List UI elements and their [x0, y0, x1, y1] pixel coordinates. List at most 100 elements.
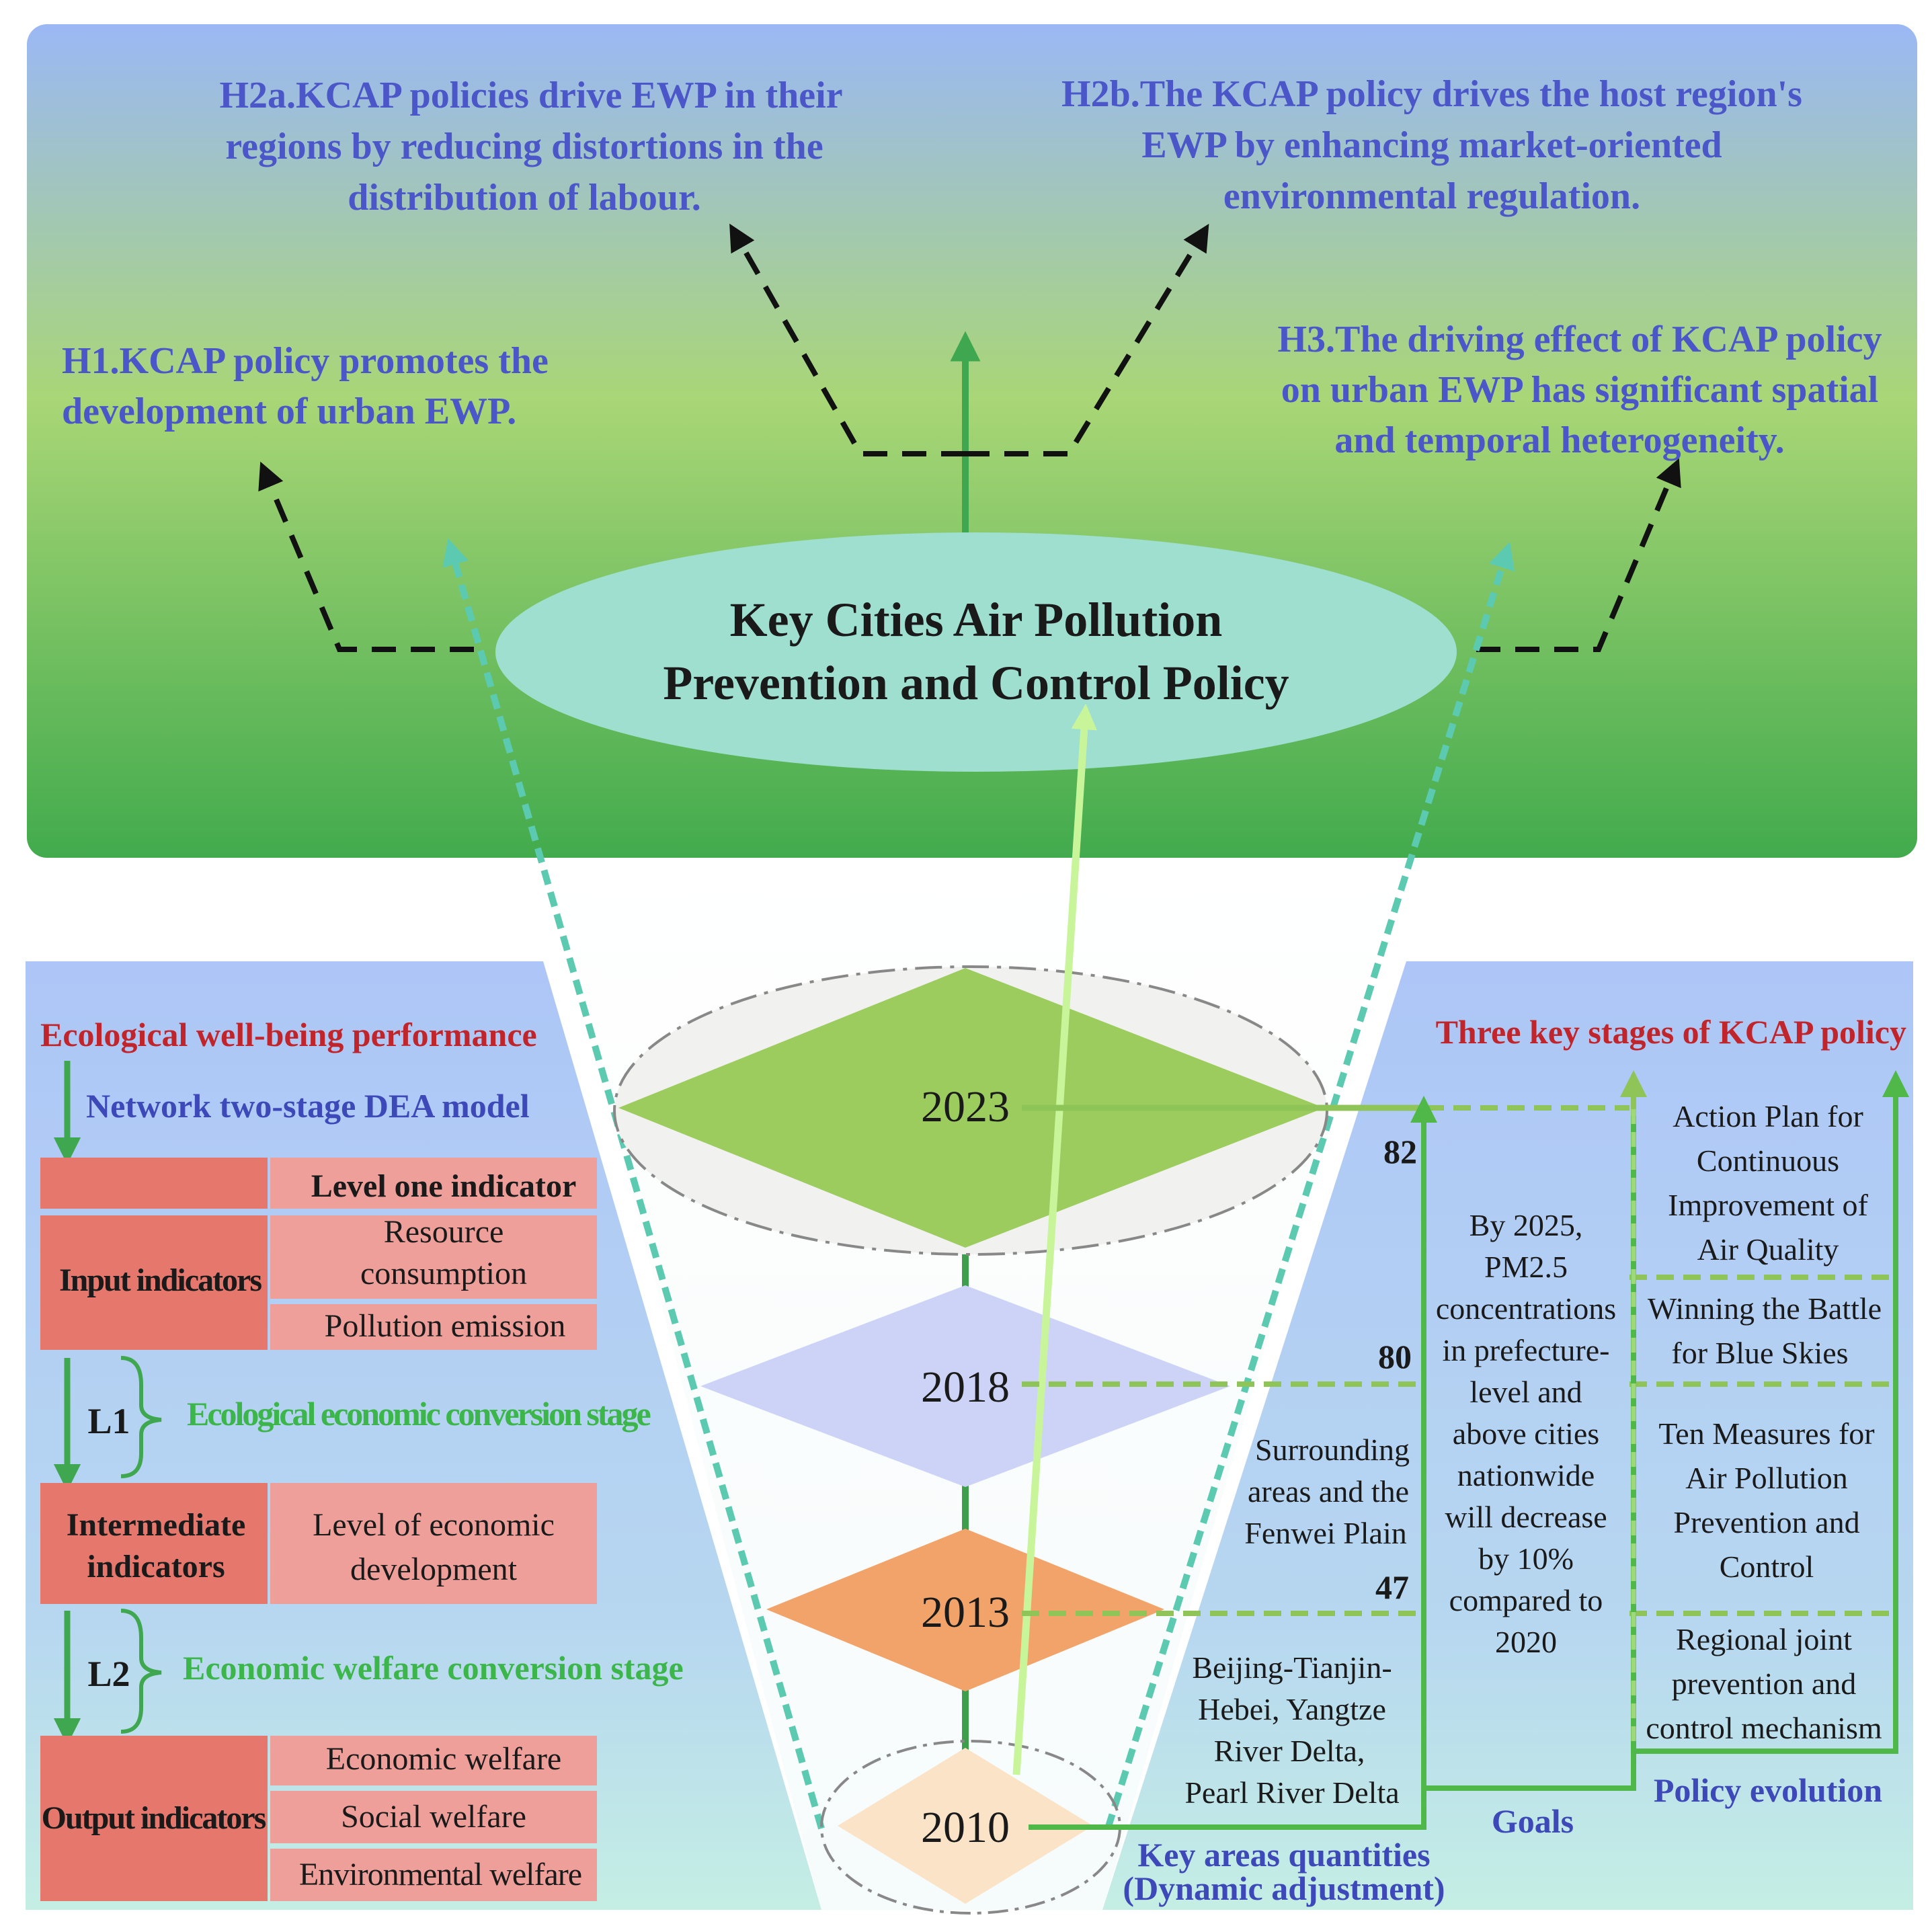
- policy-2023: Action Plan for Continuous Improvement o…: [1668, 1099, 1868, 1266]
- right-title: Three key stages of KCAP policy: [1436, 1013, 1906, 1051]
- svg-text:H3.The driving effect of KCAP: H3.The driving effect of KCAP policy: [1277, 319, 1882, 360]
- policy-evolution-label: Policy evolution: [1654, 1771, 1882, 1809]
- svg-text:development of urban EWP.: development of urban EWP.: [62, 391, 516, 432]
- svg-text:Winning the Battle: Winning the Battle: [1648, 1291, 1882, 1326]
- year-2018: 2018: [921, 1363, 1010, 1412]
- central-title-line1: Key Cities Air Pollution: [730, 593, 1223, 647]
- goal-text: By 2025, PM2.5 concentrations in prefect…: [1436, 1208, 1616, 1659]
- level-one-header: Level one indicator: [311, 1168, 577, 1204]
- areas-2018: Surrounding areas and the Fenwei Plain: [1244, 1433, 1410, 1550]
- svg-text:Regional joint: Regional joint: [1676, 1622, 1852, 1656]
- left-title: Ecological well-being performance: [40, 1016, 537, 1053]
- l1-label: L1: [87, 1401, 130, 1441]
- svg-text:Action Plan for: Action Plan for: [1673, 1099, 1863, 1133]
- svg-text:Continuous: Continuous: [1697, 1143, 1839, 1178]
- goals-label: Goals: [1492, 1802, 1574, 1840]
- svg-text:By 2025,: By 2025,: [1470, 1208, 1583, 1242]
- svg-text:distribution of labour.: distribution of labour.: [348, 177, 700, 218]
- svg-text:concentrations: concentrations: [1436, 1291, 1616, 1326]
- key-areas-label-1: Key areas quantities: [1137, 1836, 1430, 1874]
- svg-text:Improvement of: Improvement of: [1668, 1188, 1868, 1222]
- policy-2010: Regional joint prevention and control me…: [1646, 1622, 1882, 1745]
- hypothesis-h1: H1.KCAP policy promotes the development …: [62, 340, 549, 432]
- svg-text:Hebei, Yangtze: Hebei, Yangtze: [1198, 1692, 1386, 1726]
- svg-text:H1.KCAP policy promotes the: H1.KCAP policy promotes the: [62, 340, 549, 382]
- svg-text:for Blue Skies: for Blue Skies: [1671, 1336, 1848, 1370]
- h1-arrow: [258, 461, 474, 652]
- hypothesis-h2b: H2b.The KCAP policy drives the host regi…: [1061, 73, 1802, 217]
- year-2010: 2010: [921, 1803, 1010, 1852]
- svg-text:and temporal heterogeneity.: and temporal heterogeneity.: [1334, 419, 1784, 461]
- input-header-left: [40, 1158, 268, 1209]
- intermediate-label-cell: [40, 1483, 268, 1604]
- intermediate-label-1: Intermediate: [67, 1507, 246, 1543]
- svg-text:Ten Measures for: Ten Measures for: [1658, 1416, 1874, 1451]
- svg-text:above cities: above cities: [1453, 1416, 1599, 1451]
- svg-text:areas and the: areas and the: [1248, 1474, 1409, 1509]
- key-areas-path: [1029, 1096, 1437, 1830]
- stage-2013-diamond: [766, 1529, 1164, 1691]
- intermediate-item-2: development: [350, 1552, 518, 1587]
- svg-text:level and: level and: [1470, 1375, 1582, 1409]
- svg-text:Surrounding: Surrounding: [1255, 1433, 1410, 1467]
- l2-brace: [120, 1609, 162, 1734]
- svg-text:compared to: compared to: [1449, 1583, 1603, 1617]
- svg-text:by 10%: by 10%: [1478, 1541, 1574, 1576]
- svg-text:H2b.The KCAP policy drives the: H2b.The KCAP policy drives the host regi…: [1061, 73, 1802, 115]
- h3-arrow: [1476, 458, 1681, 652]
- svg-text:regions by reducing distortion: regions by reducing distortions in the: [225, 126, 823, 167]
- stage-2018-diamond: [700, 1285, 1230, 1487]
- year-2013: 2013: [921, 1588, 1010, 1637]
- year-2023: 2023: [921, 1082, 1010, 1131]
- policy-evolution-path: [1631, 1070, 1909, 1754]
- svg-text:Prevention and: Prevention and: [1673, 1505, 1859, 1539]
- svg-text:Air Quality: Air Quality: [1697, 1232, 1839, 1266]
- svg-text:Pearl River Delta: Pearl River Delta: [1184, 1775, 1399, 1810]
- policy-2018: Winning the Battle for Blue Skies: [1648, 1291, 1882, 1370]
- stage-2023-diamond: [618, 968, 1324, 1248]
- svg-text:EWP by enhancing market-orient: EWP by enhancing market-oriented: [1141, 124, 1722, 166]
- areas-2013: Beijing-Tianjin- Hebei, Yangtze River De…: [1184, 1650, 1399, 1810]
- policy-2013: Ten Measures for Air Pollution Preventio…: [1658, 1416, 1874, 1584]
- count-82: 82: [1383, 1133, 1417, 1170]
- right-panel: [1102, 961, 1913, 1910]
- input-item-1-cell: [270, 1215, 597, 1299]
- output-item-2: Social welfare: [341, 1799, 526, 1835]
- svg-text:prevention and: prevention and: [1672, 1666, 1857, 1701]
- output-item-2-cell: [270, 1791, 597, 1843]
- input-header-right: [270, 1158, 597, 1209]
- output-label-cell: [40, 1736, 268, 1901]
- funnel-right-edge: [1104, 541, 1515, 1830]
- count-47: 47: [1375, 1568, 1409, 1606]
- svg-text:on urban EWP has significant s: on urban EWP has significant spatial: [1281, 369, 1878, 411]
- hypothesis-h2a: H2a.KCAP policies drive EWP in their reg…: [219, 75, 842, 218]
- svg-text:Fenwei Plain: Fenwei Plain: [1244, 1516, 1406, 1550]
- output-label: Output indicators: [42, 1800, 266, 1836]
- svg-text:Control: Control: [1720, 1550, 1814, 1584]
- input-item-1-line2: consumption: [360, 1256, 527, 1291]
- svg-text:2020: 2020: [1495, 1625, 1557, 1659]
- input-label: Input indicators: [59, 1262, 261, 1298]
- left-model: Network two-stage DEA model: [86, 1087, 530, 1125]
- stage-2010-diamond: [838, 1748, 1093, 1904]
- output-item-3: Environmental welfare: [299, 1857, 581, 1892]
- input-item-2-cell: [270, 1304, 597, 1350]
- svg-text:control mechanism: control mechanism: [1646, 1711, 1882, 1745]
- funnel-left-edge: [442, 538, 825, 1830]
- h2b-arrow: [965, 223, 1209, 456]
- count-80: 80: [1378, 1338, 1412, 1375]
- svg-text:Beijing-Tianjin-: Beijing-Tianjin-: [1192, 1650, 1392, 1685]
- intermediate-label-2: indicators: [87, 1549, 225, 1584]
- l1-brace: [120, 1356, 162, 1478]
- output-item-3-cell: [270, 1849, 597, 1901]
- svg-text:PM2.5: PM2.5: [1484, 1250, 1568, 1284]
- svg-text:nationwide: nationwide: [1457, 1458, 1595, 1492]
- svg-text:River Delta,: River Delta,: [1214, 1734, 1365, 1768]
- intermediate-item-1: Level of economic: [313, 1507, 555, 1543]
- central-policy-ellipse: [495, 532, 1457, 772]
- central-title-line2: Prevention and Control Policy: [663, 656, 1289, 710]
- l2-label: L2: [87, 1654, 130, 1694]
- l2-stage: Economic welfare conversion stage: [183, 1649, 684, 1687]
- svg-text:H2a.KCAP policies drive EWP in: H2a.KCAP policies drive EWP in their: [219, 75, 842, 116]
- svg-text:will decrease: will decrease: [1445, 1500, 1607, 1534]
